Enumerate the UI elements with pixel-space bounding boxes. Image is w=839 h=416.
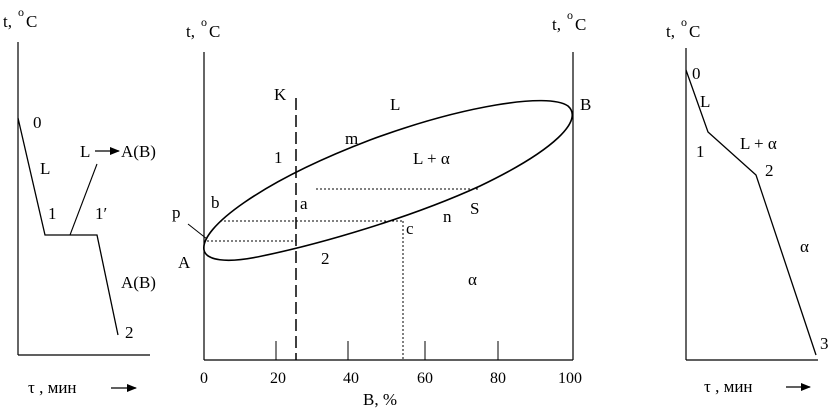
right-cooling-curve — [685, 69, 817, 356]
label-m: m — [345, 129, 358, 148]
left-y-axis-degree: o — [18, 5, 24, 19]
right-x-axis-label: τ , мин — [704, 377, 753, 396]
right-point-3: 3 — [820, 334, 829, 353]
right-point-2: 2 — [765, 161, 774, 180]
left-region-solid: A(B) — [121, 273, 156, 292]
right-region-two-phase: L + α — [740, 134, 777, 153]
label-alpha: α — [468, 270, 477, 289]
right-cooling-plot: t, o C 0 L L + α 1 2 α 3 τ , мин — [666, 15, 829, 396]
label-b: B — [580, 95, 591, 114]
label-k: K — [274, 85, 287, 104]
diagram-left-y-unit: C — [209, 22, 220, 41]
x-tick-label-80: 80 — [490, 370, 506, 387]
right-region-solid: α — [800, 237, 809, 256]
left-region-liquid: L — [40, 159, 50, 178]
left-cooling-plot: t, o C 0 L L A(B) 1 1′ A(B) 2 τ , мин — [3, 5, 156, 397]
left-cooling-curve — [17, 117, 119, 336]
label-a: a — [300, 194, 308, 213]
right-region-liquid: L — [700, 92, 710, 111]
point-p-leader — [187, 223, 208, 240]
label-a-upper: A — [178, 253, 191, 272]
label-n: n — [443, 207, 452, 226]
x-tick-label-0: 0 — [200, 370, 208, 387]
left-point-1-prime: 1′ — [95, 204, 107, 223]
left-point-2: 2 — [125, 323, 134, 342]
diagram-right-y-degree: o — [567, 8, 573, 22]
left-y-axis-t: t, — [3, 12, 12, 31]
tie-lines — [207, 188, 478, 360]
right-point-1: 1 — [696, 142, 705, 161]
diagram-left-y-t: t, — [186, 22, 195, 41]
right-y-axis-unit: C — [689, 22, 700, 41]
left-point-0: 0 — [33, 113, 42, 132]
right-y-axis-degree: o — [681, 15, 687, 29]
phase-diagram: t, o C t, o C K L B m L + α 1 p b a S n … — [172, 8, 591, 409]
left-reaction-leader — [69, 163, 98, 236]
label-s: S — [470, 199, 479, 218]
label-c: c — [406, 219, 414, 238]
x-tick-label-40: 40 — [343, 370, 359, 387]
label-point-2: 2 — [321, 249, 330, 268]
right-y-axis-t: t, — [666, 22, 675, 41]
left-y-axis-unit: C — [26, 12, 37, 31]
diagram-x-axis-label: B, % — [363, 390, 397, 409]
left-point-1: 1 — [48, 204, 57, 223]
x-tick-label-60: 60 — [417, 370, 433, 387]
phase-lens — [203, 99, 573, 262]
right-point-0: 0 — [692, 64, 701, 83]
label-liquid: L — [390, 95, 400, 114]
diagram-left-y-degree: o — [201, 15, 207, 29]
diagram-right-y-t: t, — [552, 15, 561, 34]
left-x-axis-label: τ , мин — [28, 378, 77, 397]
left-reaction-liquid: L — [80, 142, 90, 161]
diagram-right-y-unit: C — [575, 15, 586, 34]
label-p: p — [172, 203, 181, 222]
x-tick-marks — [275, 341, 499, 360]
label-point-1: 1 — [274, 148, 283, 167]
left-reaction-product: A(B) — [121, 142, 156, 161]
label-b-lower: b — [211, 193, 220, 212]
x-tick-label-100: 100 — [558, 370, 582, 387]
x-tick-label-20: 20 — [270, 370, 286, 387]
label-liquid-alpha: L + α — [413, 149, 450, 168]
